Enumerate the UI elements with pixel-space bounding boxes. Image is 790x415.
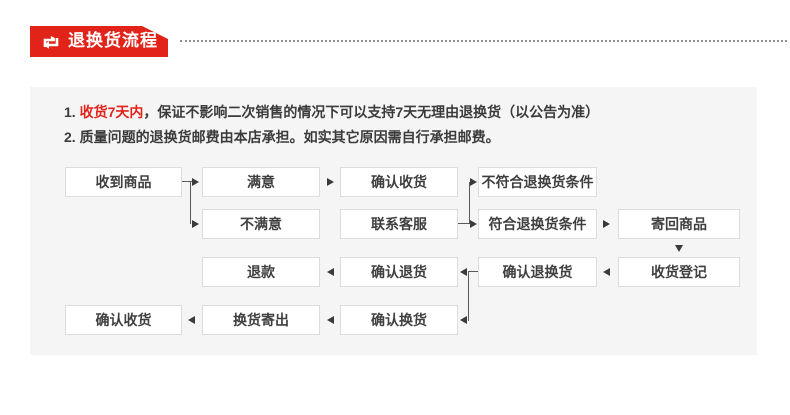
flow-node-confirm-exchange: 确认换货 [340, 305, 458, 335]
note-highlight: 收货7天内 [79, 104, 144, 120]
flow-node-contact-service: 联系客服 [340, 209, 458, 239]
arrow-right-icon [470, 178, 477, 186]
flow-node-exchange-sent: 换货寄出 [202, 305, 320, 335]
connector-line [190, 181, 191, 224]
section-title: 退换货流程 [68, 31, 158, 50]
flow-node-confirm-receipt: 确认收货 [340, 167, 458, 197]
connector-line [458, 223, 470, 224]
arrow-right-icon [470, 220, 477, 228]
policy-note-1: 1. 收货7天内，保证不影响二次销售的情况下可以支持7天无理由退换货（以公告为准… [64, 102, 599, 122]
arrow-right-icon [192, 178, 199, 186]
flow-node-eligible: 符合退换货条件 [478, 209, 597, 239]
arrow-right-icon [327, 178, 334, 186]
note-number: 1. [64, 104, 76, 120]
arrow-left-icon [460, 268, 467, 276]
flow-node-unsatisfied: 不满意 [202, 209, 320, 239]
flow-node-confirm-return: 确认退货 [340, 257, 458, 287]
arrow-right-icon [192, 220, 199, 228]
flow-node-received-goods: 收到商品 [65, 167, 182, 197]
arrow-left-icon [327, 268, 334, 276]
arrow-left-icon [188, 316, 195, 324]
connector-line [468, 271, 478, 272]
arrow-left-icon [327, 316, 334, 324]
arrow-down-icon [675, 245, 683, 252]
connector-line [182, 181, 192, 182]
arrow-left-icon [460, 316, 467, 324]
note-text: 质量问题的退换货邮费由本店承担。如实其它原因需自行承担邮费。 [79, 129, 500, 145]
flow-node-send-back: 寄回商品 [618, 209, 740, 239]
flow-node-receipt-register: 收货登记 [618, 257, 740, 287]
section-title-badge: 退换货流程 [30, 26, 168, 57]
flow-node-confirm-return-exch: 确认退换货 [478, 257, 597, 287]
note-text: ，保证不影响二次销售的情况下可以支持7天无理由退换货（以公告为准） [143, 104, 600, 120]
arrow-right-icon [603, 220, 610, 228]
header-dotted-divider [180, 40, 787, 42]
flow-node-confirm-receipt-2: 确认收货 [65, 305, 182, 335]
connector-line [468, 271, 469, 321]
arrow-left-icon [603, 268, 610, 276]
flow-node-refund: 退款 [202, 257, 320, 287]
note-number: 2. [64, 129, 76, 145]
flow-node-satisfied: 满意 [202, 167, 320, 197]
connector-line [469, 182, 470, 224]
policy-note-2: 2. 质量问题的退换货邮费由本店承担。如实其它原因需自行承担邮费。 [64, 127, 500, 147]
flow-node-not-eligible: 不符合退换货条件 [478, 167, 597, 197]
exchange-arrows-icon [43, 35, 59, 49]
